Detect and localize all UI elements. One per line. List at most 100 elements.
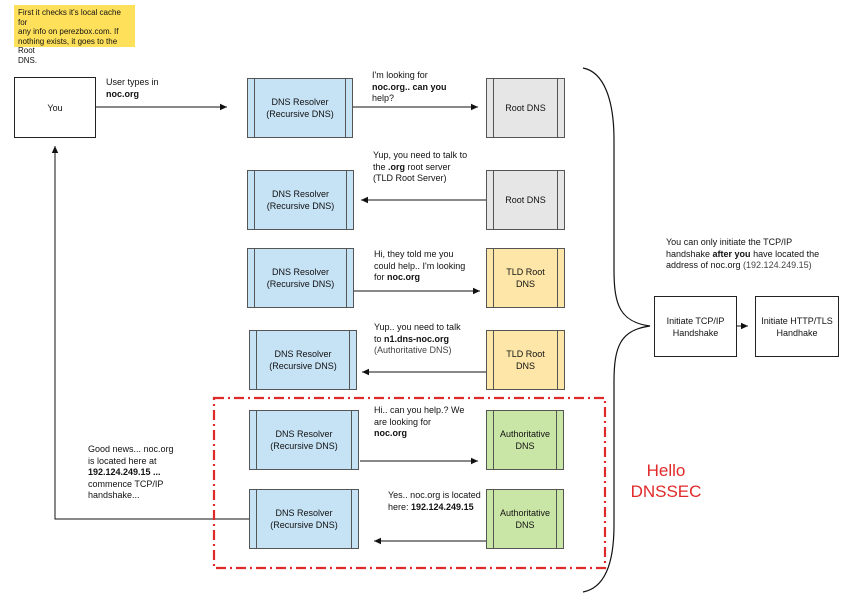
- msg-line: help?: [372, 93, 395, 103]
- dns-resolver-box[interactable]: DNS Resolver (Recursive DNS): [249, 330, 357, 390]
- msg-text: root server: [405, 161, 451, 172]
- auth-line2: DNS: [515, 520, 535, 530]
- message-root-reply: Yup, you need to talk to the .org root s…: [373, 150, 467, 185]
- msg-bold: noc.org: [387, 272, 421, 282]
- resolver-title: DNS Resolver: [274, 349, 332, 359]
- tld-line1: TLD Root: [506, 267, 545, 277]
- msg-text: to: [374, 333, 385, 344]
- good-news-line: handshake...: [88, 490, 140, 500]
- msg-line: Yup.. you need to talk: [374, 322, 461, 332]
- msg-line: to n1.dns-noc.org: [374, 334, 461, 346]
- msg-text: for: [374, 272, 388, 282]
- msg-line: Hi.. can you help.? We: [374, 405, 465, 415]
- message-ask-auth: Hi.. can you help.? We are looking for n…: [374, 405, 464, 440]
- msg-line: I'm looking for: [372, 70, 428, 80]
- you-label: You: [47, 102, 63, 113]
- tcp-note-text: address of noc.org: [666, 260, 741, 270]
- resolver-subtitle: (Recursive DNS): [269, 361, 337, 371]
- msg-bold: noc.org: [374, 428, 407, 438]
- dns-resolver-box[interactable]: DNS Resolver (Recursive DNS): [247, 170, 354, 230]
- authoritative-dns-box[interactable]: Authoritative DNS: [486, 410, 564, 470]
- tcp-handshake-box[interactable]: Initiate TCP/IP Handshake: [654, 296, 737, 357]
- msg-line: the .org root server: [373, 162, 467, 174]
- user-types-domain: noc.org: [106, 88, 139, 99]
- dnssec-region: [212, 396, 607, 570]
- dns-resolver-box[interactable]: DNS Resolver (Recursive DNS): [249, 410, 359, 470]
- good-news-ip: 192.124.249.15 ...: [88, 467, 161, 477]
- msg-line: (Authoritative DNS): [374, 345, 452, 355]
- user-types-note: User types in noc.org: [106, 77, 159, 100]
- dnssec-label: Hello DNSSEC: [606, 460, 726, 502]
- tcp-note: You can only initiate the TCP/IP handsha…: [666, 237, 819, 272]
- resolver-title: DNS Resolver: [275, 508, 333, 518]
- dns-resolver-box[interactable]: DNS Resolver (Recursive DNS): [247, 78, 353, 138]
- root-dns-box[interactable]: Root DNS: [486, 78, 565, 138]
- tld-line1: TLD Root: [506, 349, 545, 359]
- sticky-line: DNS.: [18, 55, 38, 65]
- you-box[interactable]: You: [14, 77, 96, 138]
- message-auth-reply: Yes.. noc.org is located here: 192.124.2…: [388, 490, 481, 513]
- good-news-line: is located here at: [88, 455, 157, 466]
- msg-line: Yes.. noc.org is located: [388, 490, 481, 500]
- resolver-subtitle: (Recursive DNS): [270, 520, 338, 530]
- tld-line2: DNS: [515, 279, 535, 289]
- msg-line: could help.. I'm looking: [374, 260, 466, 271]
- auth-line1: Authoritative: [499, 508, 551, 518]
- resolver-title: DNS Resolver: [271, 267, 329, 277]
- right-brace: [582, 67, 651, 593]
- resolver-title: DNS Resolver: [271, 97, 329, 107]
- auth-line1: Authoritative: [499, 429, 551, 439]
- msg-line: noc.org.. can you: [372, 82, 447, 94]
- tld-root-dns-box[interactable]: TLD Root DNS: [486, 248, 565, 308]
- message-tld-reply: Yup.. you need to talk to n1.dns-noc.org…: [374, 322, 461, 357]
- msg-line: are looking for: [374, 416, 432, 427]
- resolver-title: DNS Resolver: [271, 189, 329, 199]
- msg-line: noc.org: [374, 428, 464, 440]
- authoritative-dns-box[interactable]: Authoritative DNS: [486, 489, 564, 549]
- tcp-note-text: have located the: [750, 248, 820, 259]
- msg-text: the: [373, 161, 389, 172]
- tcp-note-line: You can only initiate the TCP/IP: [666, 237, 793, 247]
- sticky-line: any info on perezbox.com. If: [18, 27, 119, 36]
- resolver-subtitle: (Recursive DNS): [270, 441, 338, 451]
- dns-resolver-box[interactable]: DNS Resolver (Recursive DNS): [249, 489, 359, 549]
- arrow-resolver-to-you: [51, 146, 250, 520]
- msg-line: for noc.org: [374, 272, 465, 284]
- root-dns-box[interactable]: Root DNS: [486, 170, 565, 230]
- tld-line2: DNS: [515, 361, 535, 371]
- user-types-line: User types in: [106, 77, 159, 87]
- resolver-subtitle: (Recursive DNS): [266, 201, 335, 211]
- msg-line: (TLD Root Server): [373, 173, 447, 183]
- sticky-note: First it checks it's local cache for any…: [14, 5, 135, 65]
- tcp-line1: Initiate TCP/IP: [666, 315, 725, 326]
- resolver-title: DNS Resolver: [275, 429, 333, 439]
- good-news-note: Good news... noc.org is located here at …: [88, 444, 174, 502]
- tcp-note-line: address of noc.org (192.124.249.15): [666, 260, 819, 272]
- tld-root-dns-box[interactable]: TLD Root DNS: [486, 330, 565, 390]
- msg-line: Yup, you need to talk to: [373, 150, 468, 160]
- resolver-subtitle: (Recursive DNS): [266, 109, 334, 119]
- msg-bold: 192.124.249.15: [411, 501, 474, 512]
- good-news-line: Good news... noc.org: [88, 444, 174, 454]
- msg-text: here:: [388, 501, 412, 512]
- root-dns-label: Root DNS: [505, 195, 546, 205]
- sticky-line: First it checks it's local cache for: [18, 8, 121, 27]
- dns-resolver-box[interactable]: DNS Resolver (Recursive DNS): [247, 248, 354, 308]
- tcp-note-line: handshake after you have located the: [666, 249, 819, 261]
- root-dns-label: Root DNS: [505, 103, 546, 113]
- tls-line2: Handhake: [776, 327, 818, 338]
- dnssec-line2: DNSSEC: [630, 482, 702, 501]
- resolver-subtitle: (Recursive DNS): [266, 279, 335, 289]
- auth-line2: DNS: [515, 441, 535, 451]
- msg-line: Hi, they told me you: [374, 249, 454, 259]
- tcp-note-text: handshake: [666, 248, 713, 259]
- msg-bold: n1.dns-noc.org: [384, 333, 450, 344]
- tls-line1: Initiate HTTP/TLS: [761, 315, 833, 326]
- tcp-line2: Handshake: [672, 327, 719, 338]
- msg-line: here: 192.124.249.15: [388, 502, 481, 514]
- good-news-line: commence TCP/IP: [88, 478, 164, 489]
- tls-handshake-box[interactable]: Initiate HTTP/TLS Handhake: [755, 296, 839, 357]
- message-ask-tld: Hi, they told me you could help.. I'm lo…: [374, 249, 465, 284]
- msg-bold: .org: [388, 161, 406, 172]
